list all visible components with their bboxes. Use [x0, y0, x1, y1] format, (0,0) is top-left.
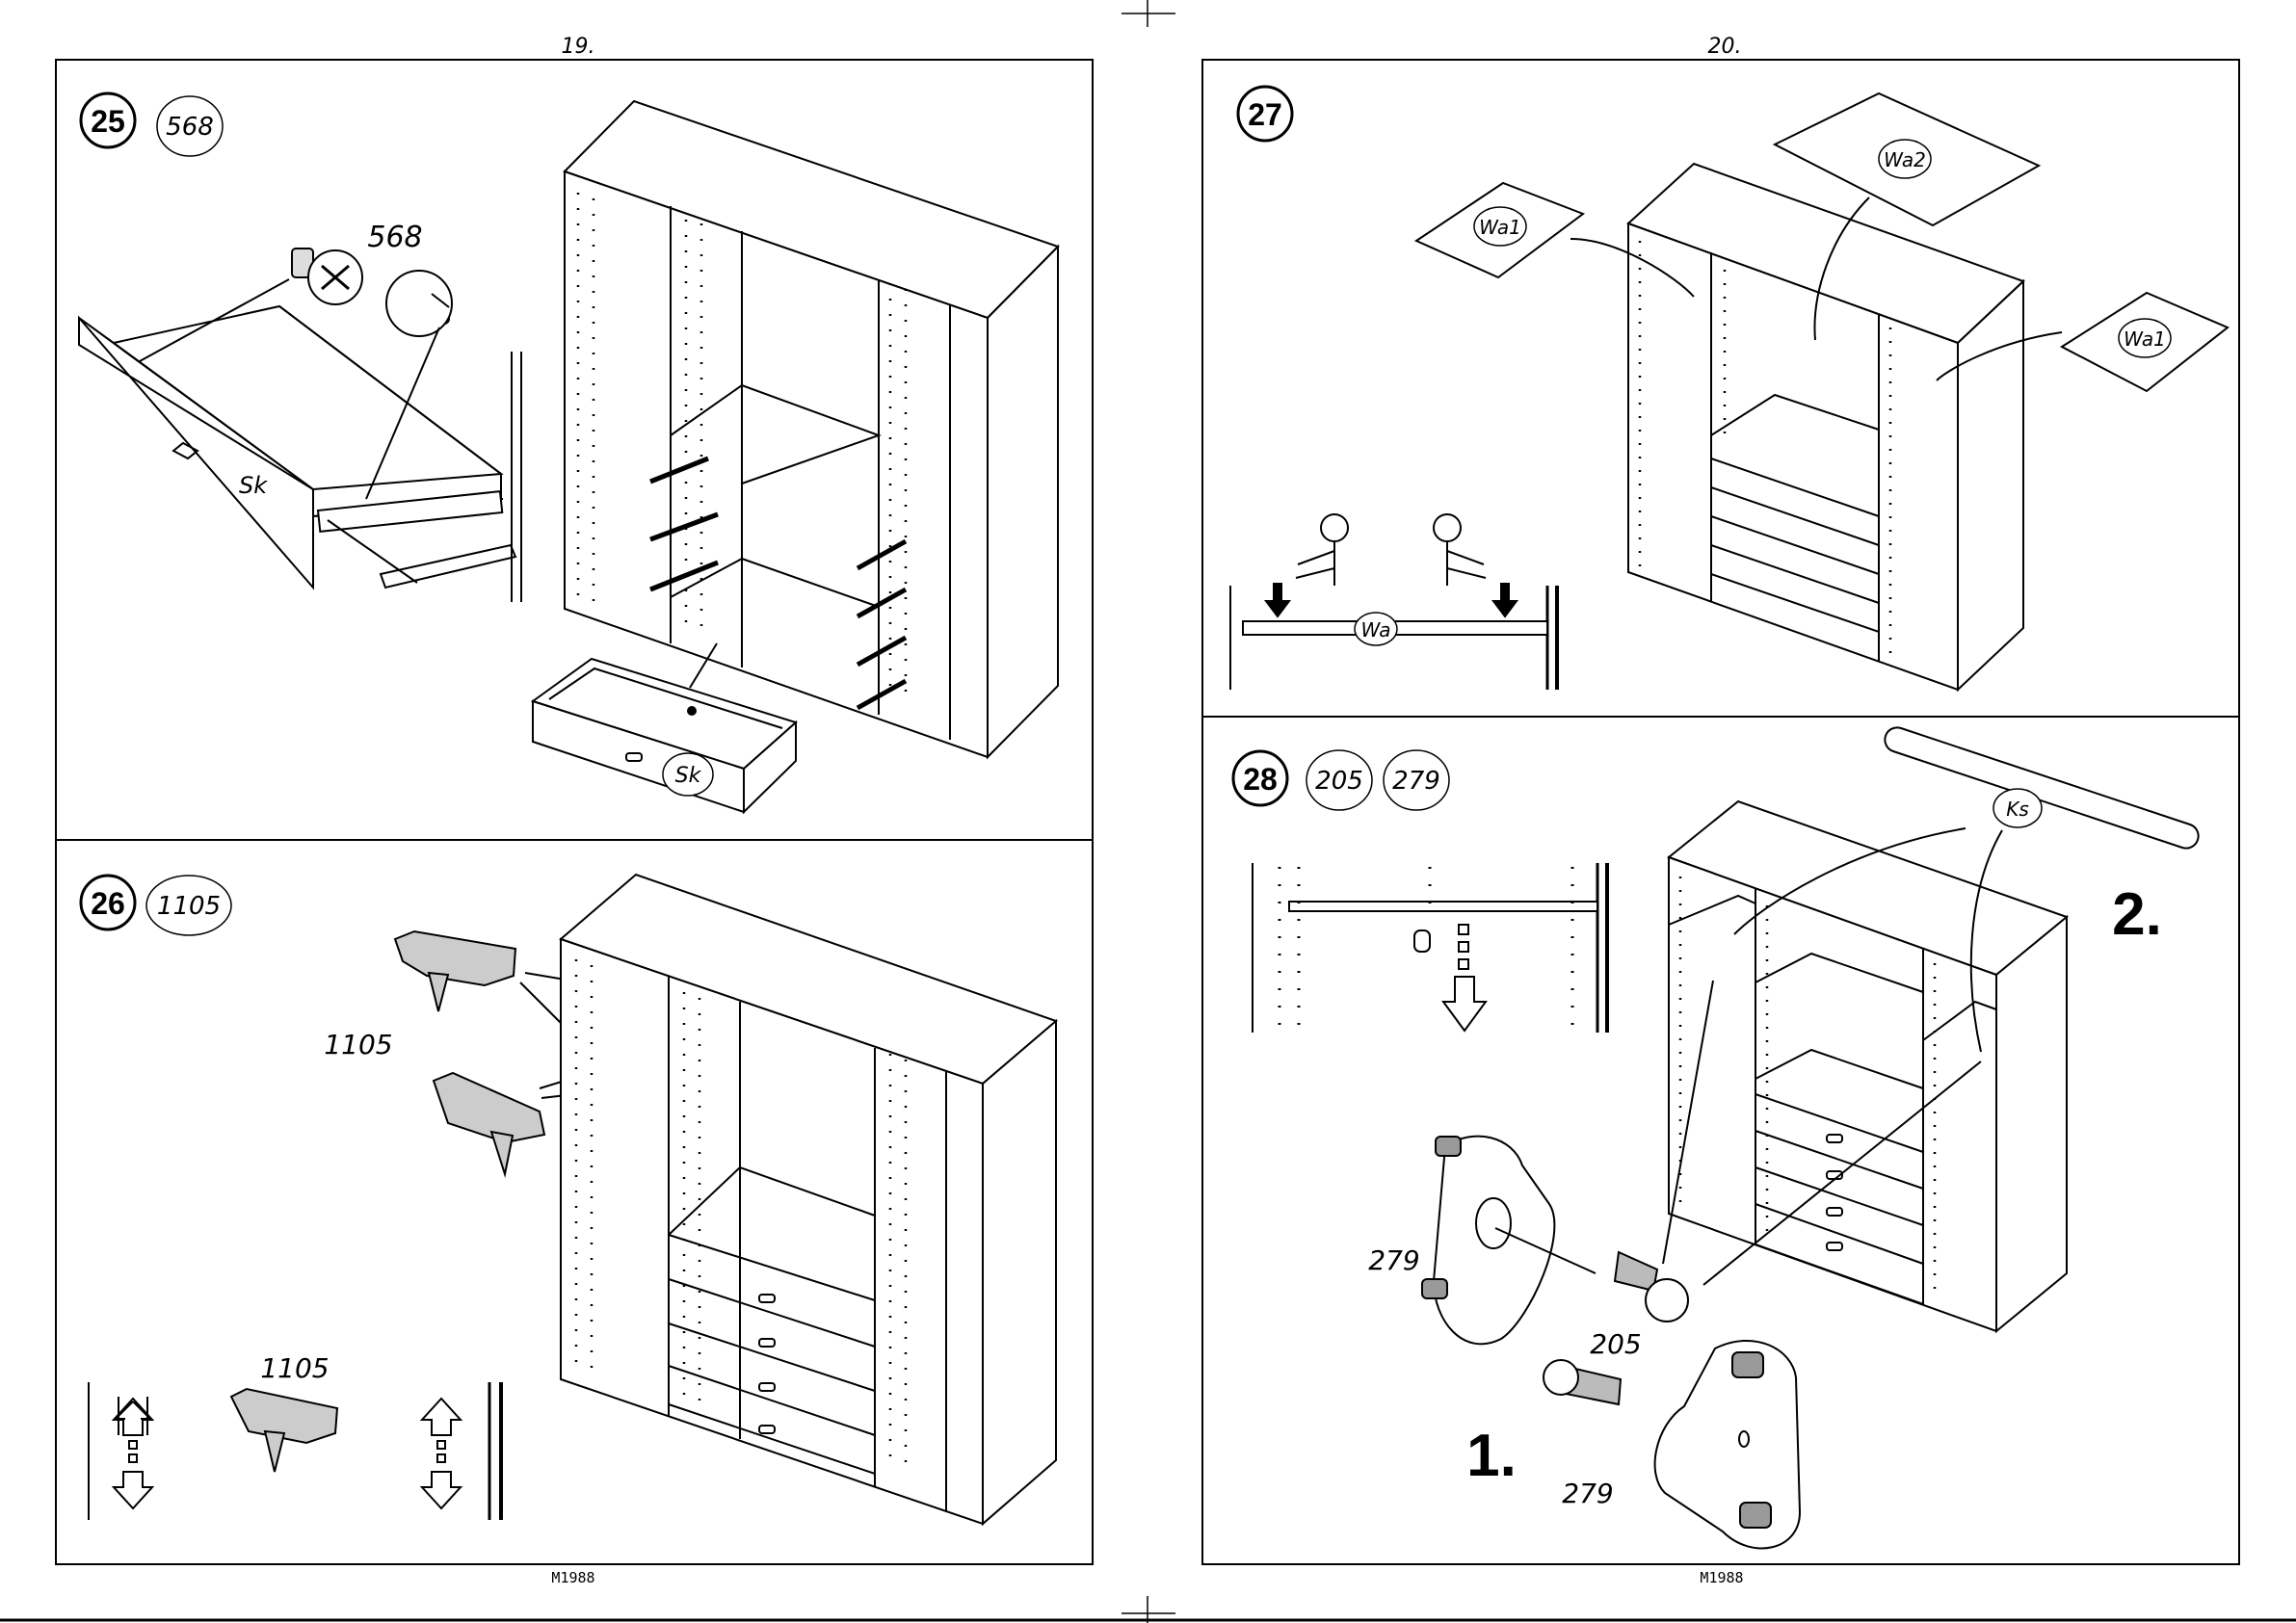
screw-label: 205 [1590, 1328, 1641, 1360]
page-number-left: 19. [562, 35, 595, 59]
part-badge-label: 279 [1392, 767, 1440, 796]
bracket-label-2: 279 [1562, 1478, 1613, 1509]
wardrobe-illustration [1663, 801, 2067, 1331]
part-label: 568 [367, 221, 422, 254]
shelf-install-detail [1230, 514, 1557, 690]
step-number: 28 [1243, 762, 1278, 797]
panel-label-2: Wa2 [1884, 148, 1926, 171]
drawer-illustration [79, 279, 521, 602]
rail-height-detail [1253, 863, 1607, 1033]
step-number: 26 [91, 886, 125, 921]
rail-label: Ks [2006, 798, 2029, 821]
step-26-panel: 26 1105 1105 1105 [81, 875, 1056, 1524]
wardrobe-illustration [565, 101, 1058, 757]
step-28-panel: 28 205 279 Ks 2. 1. [1233, 727, 2199, 1548]
wardrobe-illustration [1570, 164, 2062, 690]
page-number-right: 20. [1708, 35, 1742, 59]
bracket-label-1: 279 [1368, 1244, 1419, 1276]
rail-illustration [1885, 727, 2198, 848]
screw-icon [292, 249, 452, 336]
footer-left: M1988 [551, 1569, 594, 1586]
panel-label-1: Wa1 [1479, 216, 1521, 239]
footer-right: M1988 [1700, 1569, 1743, 1586]
step-27-panel: 27 Wa1 Wa2 Wa1 [1230, 87, 2228, 690]
step-25-panel: 25 568 568 Sk [79, 93, 1058, 812]
shelf-label: Wa [1361, 618, 1391, 641]
part-label-1: 1105 [324, 1029, 392, 1060]
part-label-2: 1105 [260, 1352, 329, 1384]
panel-label-3: Wa1 [2124, 327, 2166, 351]
sequence-1: 1. [1466, 1423, 1517, 1489]
part-badge-label: 205 [1315, 767, 1363, 796]
part-badge-label: 568 [166, 113, 214, 142]
step-number: 27 [1248, 97, 1282, 132]
sequence-2: 2. [2112, 881, 2162, 948]
step-number: 25 [91, 104, 125, 139]
drawer-label-2: Sk [675, 764, 702, 788]
wardrobe-illustration [561, 875, 1056, 1524]
shelf-support-icon [231, 931, 544, 1472]
drawer-label: Sk [239, 472, 268, 499]
part-badge-label: 1105 [157, 892, 221, 921]
